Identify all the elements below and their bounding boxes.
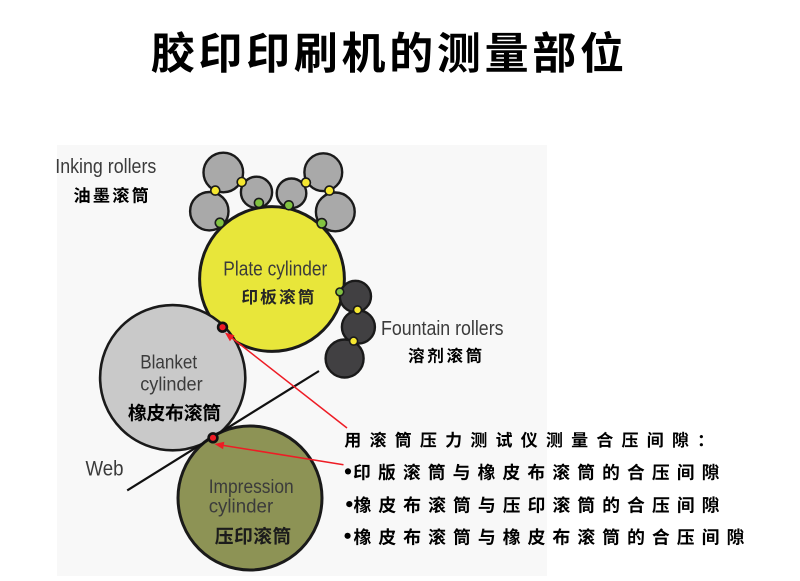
svg-text:Plate cylinder: Plate cylinder: [223, 258, 327, 281]
svg-text:Inking rollers: Inking rollers: [55, 156, 156, 178]
svg-text:cylinder: cylinder: [140, 374, 203, 396]
svg-text:cylinder: cylinder: [209, 496, 274, 518]
svg-text:Fountain rollers: Fountain rollers: [381, 318, 504, 340]
svg-text:Web: Web: [86, 457, 124, 481]
svg-text:Impression: Impression: [209, 476, 294, 498]
svg-text:Blanket: Blanket: [140, 352, 198, 374]
